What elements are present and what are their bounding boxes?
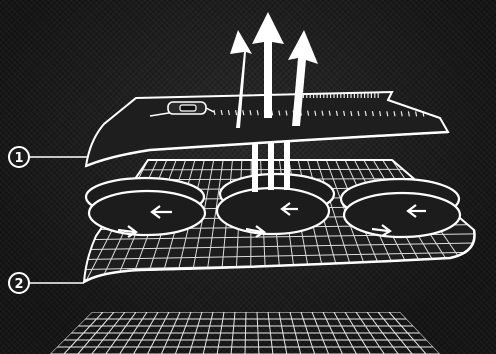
callout-2: 2 [9, 273, 29, 293]
base-grid-layer [40, 312, 460, 354]
callout-leaders [29, 157, 88, 283]
swirl-left [86, 178, 205, 237]
callout-1: 1 [9, 147, 29, 167]
callout-2-label: 2 [14, 277, 23, 292]
vapor-stems [252, 138, 290, 192]
callout-1-label: 1 [14, 151, 23, 166]
swirl-right [341, 179, 460, 237]
